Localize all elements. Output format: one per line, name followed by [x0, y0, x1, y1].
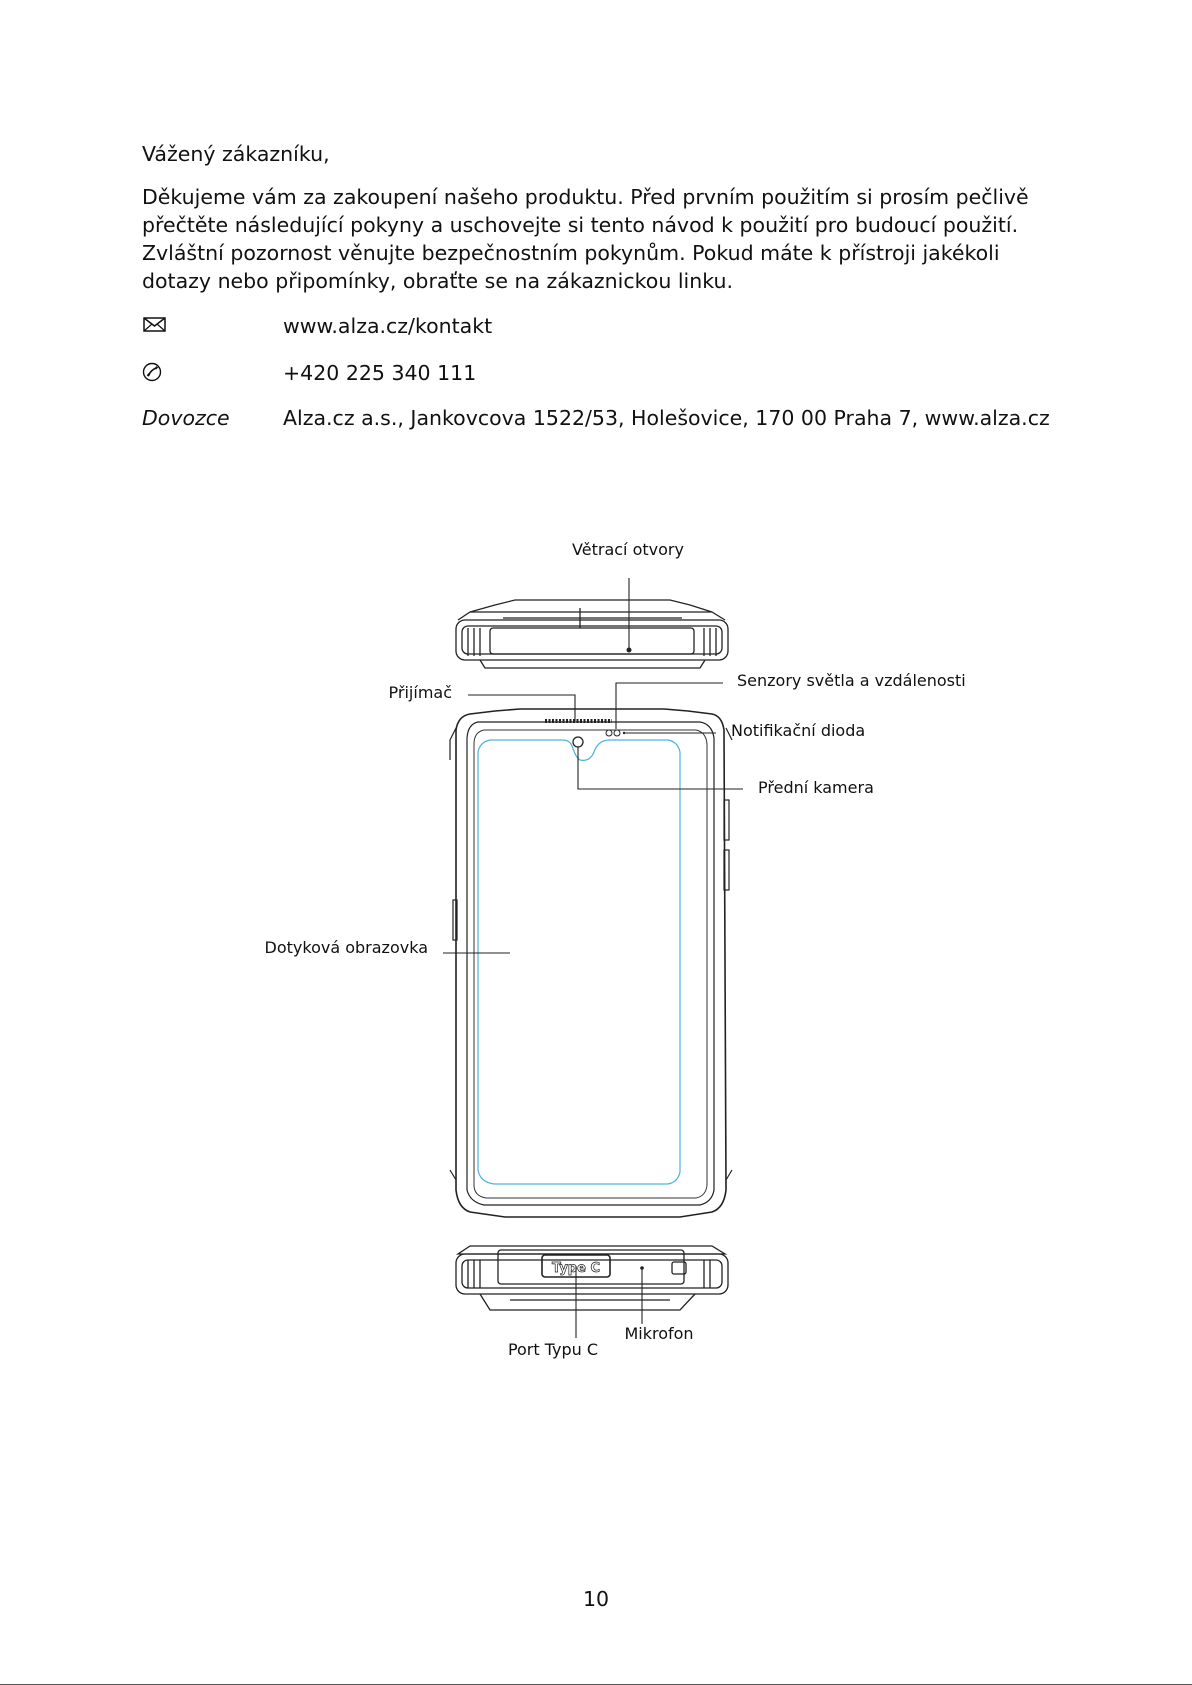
contact-email-row: www.alza.cz/kontakt [142, 314, 1082, 344]
phone-top-view [455, 599, 729, 669]
phone-icon [142, 361, 164, 383]
front-camera-label: Přední kamera [758, 778, 874, 797]
importer-address: Alza.cz a.s., Jankovcova 1522/53, Holešo… [283, 406, 1050, 430]
touchscreen-label: Dotyková obrazovka [265, 938, 428, 957]
sensors-label: Senzory světla a vzdálenosti [737, 671, 966, 690]
vents-label: Větrací otvory [572, 540, 684, 559]
usb-port-label: Port Typu C [508, 1340, 598, 1359]
intro-paragraph: Děkujeme vám za zakoupení našeho produkt… [142, 185, 1029, 293]
notification-led-label: Notifikační dioda [731, 721, 865, 740]
greeting: Vážený zákazníku, [142, 142, 330, 166]
envelope-icon [142, 314, 168, 334]
importer-row: Dovozce Alza.cz a.s., Jankovcova 1522/53… [142, 406, 1082, 436]
contact-phone-row: +420 225 340 111 [142, 361, 1082, 391]
microphone-label: Mikrofon [624, 1324, 693, 1343]
contact-phone-number[interactable]: +420 225 340 111 [283, 361, 477, 385]
phone-front-view [449, 708, 733, 1218]
phone-bottom-view [455, 1245, 729, 1311]
receiver-label: Přijímač [389, 683, 452, 702]
importer-label: Dovozce [142, 406, 230, 430]
callout-lines [443, 578, 743, 1338]
page-number: 10 [582, 1587, 610, 1611]
contact-email-link[interactable]: www.alza.cz/kontakt [283, 314, 493, 338]
